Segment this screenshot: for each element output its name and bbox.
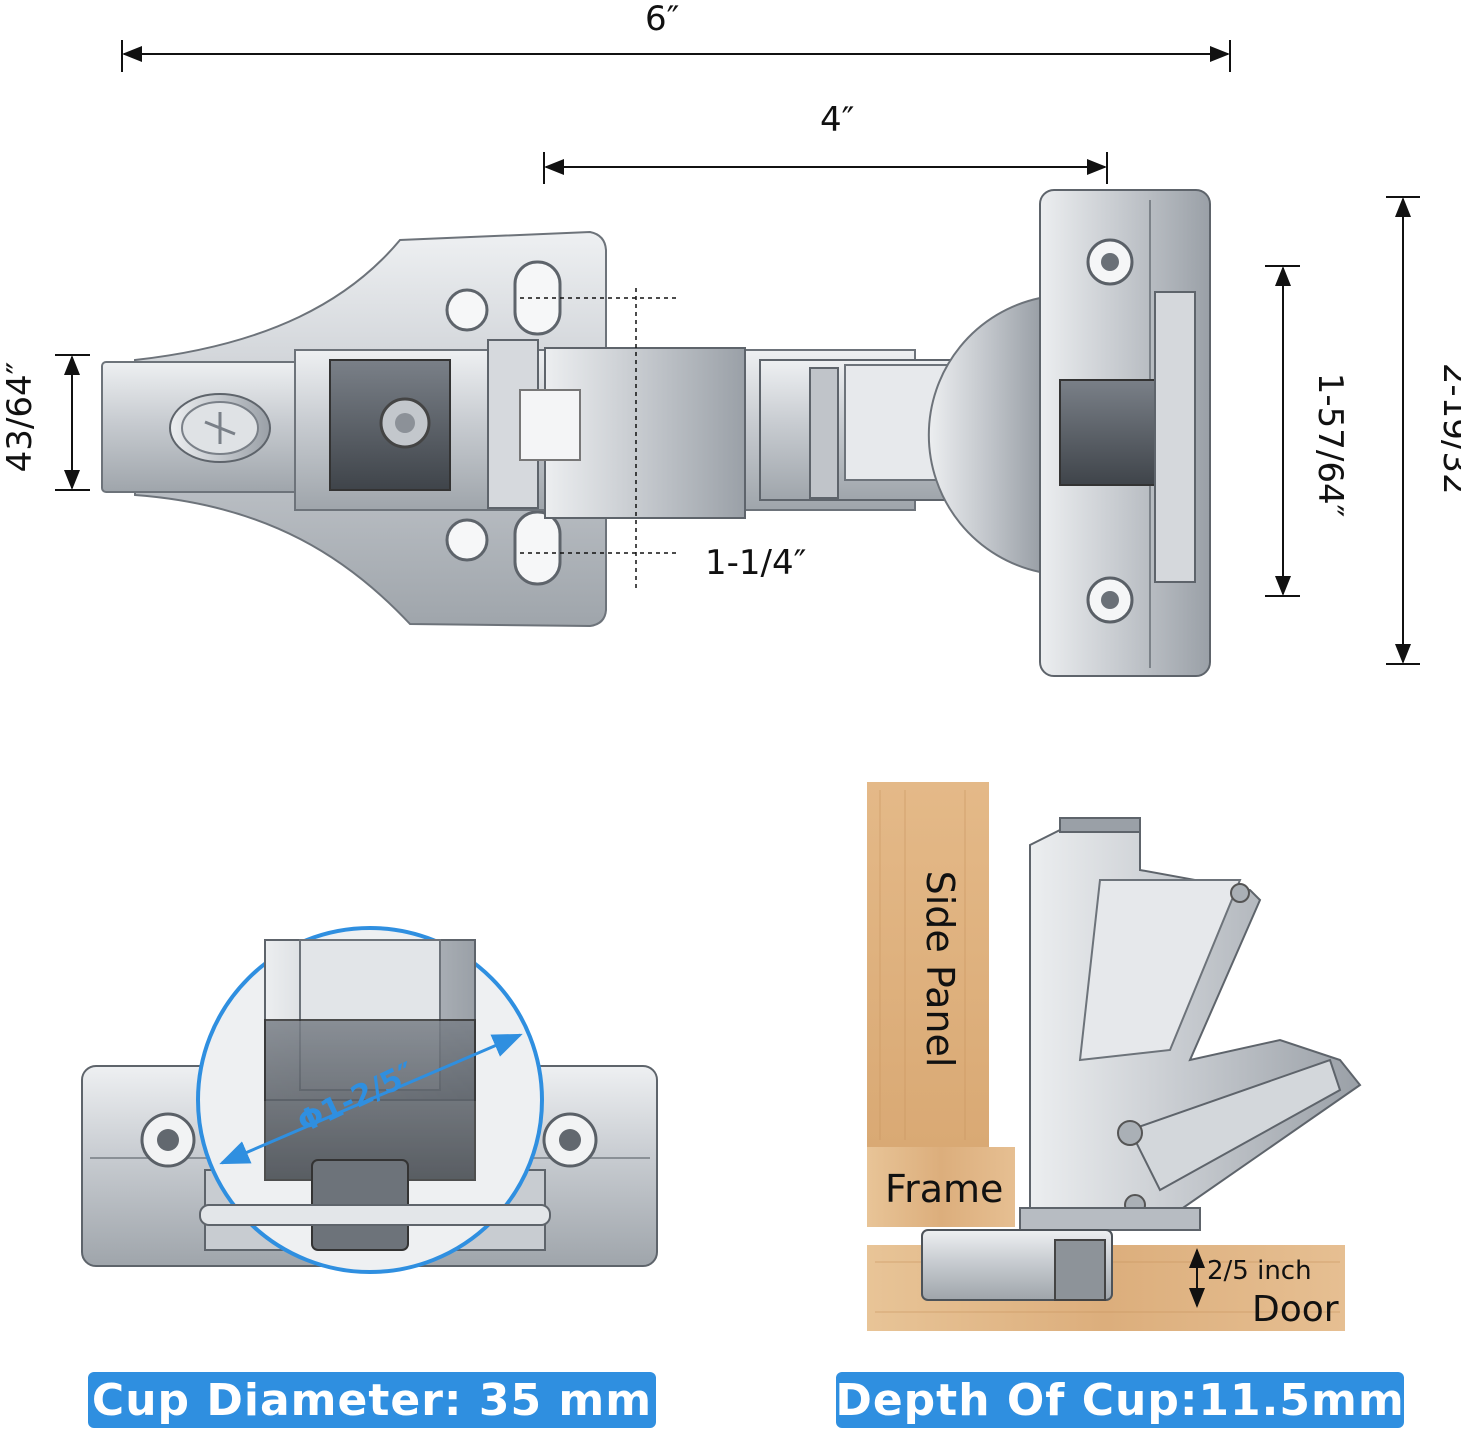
door-label: Door (1252, 1289, 1339, 1330)
side-panel-label: Side Panel (918, 870, 962, 1068)
cup-view (81, 926, 658, 1274)
hinge-top-view (101, 189, 1211, 677)
side-panel-wood (867, 782, 989, 1147)
dimension-lines (55, 40, 1420, 665)
cup-plate-height-label: 2-19/32″ (1435, 362, 1461, 508)
install-view (867, 782, 1362, 1331)
base-height-label: 43/64″ (0, 361, 40, 473)
frame-wood (867, 1147, 1015, 1227)
cup-diameter-badge: Cup Diameter: 35 mm (88, 1372, 656, 1428)
cup-depth-label: 2/5 inch (1207, 1256, 1312, 1286)
hole-spacing-label: 1-1/4″ (705, 543, 807, 583)
cup-flange (927, 296, 1041, 574)
frame-label: Frame (885, 1167, 1004, 1211)
arm-length-label: 4″ (820, 100, 855, 140)
overall-length-label: 6″ (645, 0, 680, 39)
cup-plate-inner-height-label: 1-57/64″ (1310, 372, 1350, 518)
cup-depth-badge: Depth Of Cup:11.5mm (835, 1372, 1404, 1428)
